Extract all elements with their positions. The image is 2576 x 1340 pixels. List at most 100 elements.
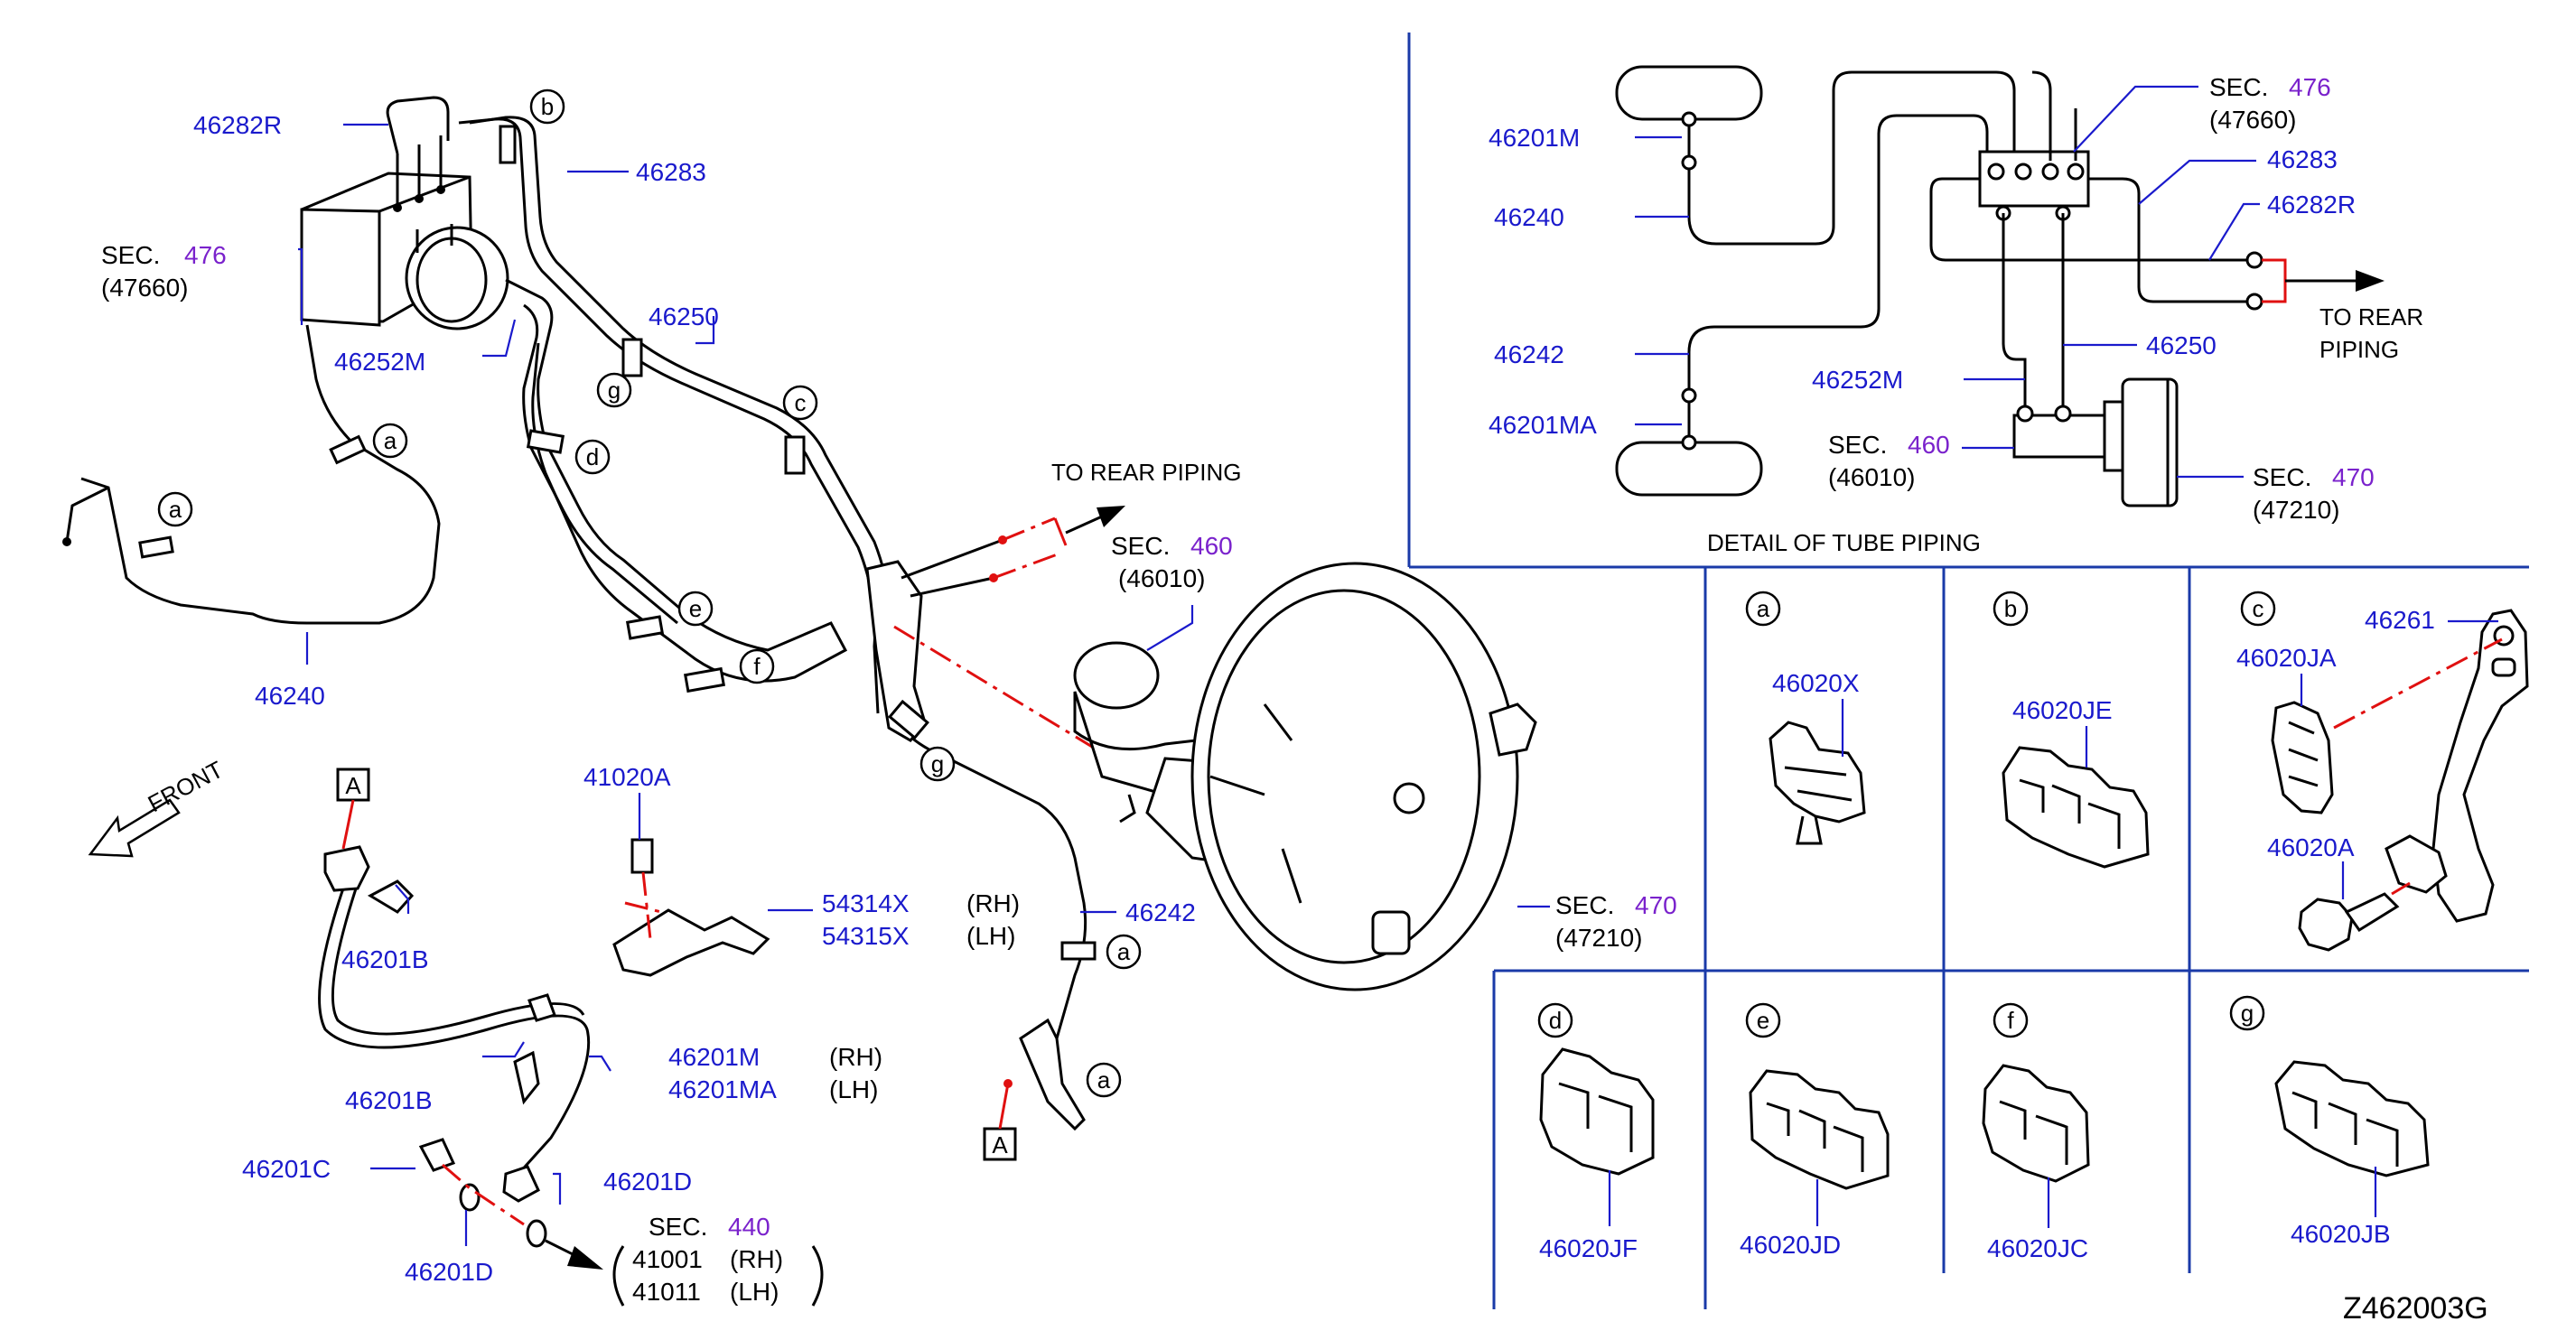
sec460-sub: (46010) bbox=[1118, 564, 1206, 592]
clip-letter-circle-b bbox=[1993, 591, 2029, 627]
label-46242: 46242 bbox=[1125, 898, 1196, 926]
detail-sec476-prefix: SEC. bbox=[2209, 73, 2268, 101]
clip-letter-circle-a bbox=[1745, 591, 1781, 627]
detail-sec476-sub: (47660) bbox=[2209, 106, 2297, 134]
brake-hose bbox=[318, 845, 603, 1270]
clip-letter-e: e bbox=[1757, 1007, 1769, 1034]
ref-A-lower: A bbox=[992, 1131, 1008, 1159]
ref-circle-a1 bbox=[372, 423, 408, 459]
clip-part-46020JF: 46020JF bbox=[1539, 1234, 1638, 1262]
ref-letter-a3: a bbox=[1117, 938, 1131, 965]
ref-letter-a1: a bbox=[384, 427, 397, 454]
sec476-prefix: SEC. bbox=[101, 241, 160, 269]
ref-letter-a4: a bbox=[1097, 1066, 1111, 1093]
label-46240: 46240 bbox=[255, 682, 325, 710]
clip-46020JD-shape bbox=[1749, 1069, 1890, 1190]
label-rh-46201M: (RH) bbox=[829, 1043, 882, 1071]
clip-letter-d: d bbox=[1549, 1007, 1562, 1034]
main-leaders bbox=[298, 123, 1550, 1246]
detail-sec470-number: 470 bbox=[2332, 463, 2375, 491]
clip-part-46020JE: 46020JE bbox=[2012, 696, 2113, 724]
clip-letter-circle-d bbox=[1537, 1002, 1573, 1038]
label-46250: 46250 bbox=[649, 302, 719, 330]
detail-sec460-number: 460 bbox=[1908, 431, 1950, 459]
ref-box-A-lower bbox=[983, 1127, 1017, 1161]
diagram-code: Z462003G bbox=[2343, 1291, 2488, 1326]
ref-circle-g2 bbox=[919, 746, 956, 782]
ref-letter-f: f bbox=[753, 653, 761, 680]
clip-46020JG-shape bbox=[2274, 1060, 2430, 1177]
detail-label-46242: 46242 bbox=[1494, 340, 1564, 368]
sec476-number: 476 bbox=[184, 241, 227, 269]
detail-tube-piping-title: DETAIL OF TUBE PIPING bbox=[1707, 529, 1981, 556]
sec470-number: 470 bbox=[1635, 891, 1677, 919]
label-41020A: 41020A bbox=[583, 763, 671, 791]
to-rear-piping-label: TO REAR PIPING bbox=[1051, 459, 1241, 486]
sec460-prefix: SEC. bbox=[1111, 532, 1170, 560]
detail-sec470-sub: (47210) bbox=[2253, 496, 2340, 524]
ref-circle-c bbox=[782, 385, 818, 421]
detail-label-46282R: 46282R bbox=[2267, 191, 2356, 219]
label-46201MA: 46201MA bbox=[668, 1075, 777, 1103]
sec470-prefix: SEC. bbox=[1555, 891, 1614, 919]
clip-letter-b: b bbox=[2004, 595, 2017, 622]
label-46201B-upper: 46201B bbox=[341, 945, 429, 973]
clip-letter-circle-c bbox=[2240, 591, 2276, 627]
label-41001: 41001 bbox=[632, 1245, 703, 1273]
clip-46020JF-shape bbox=[1539, 1047, 1655, 1176]
ref-circle-d bbox=[574, 439, 611, 475]
label-46201B-lower: 46201B bbox=[345, 1086, 433, 1114]
ref-A-upper: A bbox=[345, 772, 361, 799]
ref-box-A-upper bbox=[336, 768, 370, 802]
ref-circle-e bbox=[677, 591, 714, 627]
detail-tube-piping: 46201M 46240 46242 46201MA SEC. 476 (476… bbox=[1489, 65, 2423, 556]
detail-label-46201MA: 46201MA bbox=[1489, 411, 1597, 439]
detail-to-rear-line1: TO REAR bbox=[2319, 303, 2423, 330]
ref-letter-b: b bbox=[541, 93, 554, 120]
label-46201M: 46201M bbox=[668, 1043, 760, 1071]
hose-bracket bbox=[1019, 1018, 1086, 1131]
front-wheel-rh-outline bbox=[1615, 65, 1763, 121]
brake-booster bbox=[1190, 562, 1537, 991]
clip-part-46020JC: 46020JC bbox=[1987, 1234, 2088, 1262]
brake-booster-detail bbox=[2121, 377, 2179, 507]
clip-letter-f: f bbox=[2007, 1007, 2014, 1034]
label-rh-54314X: (RH) bbox=[966, 889, 1020, 917]
label-41011: 41011 bbox=[632, 1278, 701, 1306]
detail-sec460-prefix: SEC. bbox=[1828, 431, 1887, 459]
clip-letter-a: a bbox=[1757, 595, 1770, 622]
clip-part-46020A: 46020A bbox=[2267, 833, 2355, 861]
sec440-number: 440 bbox=[728, 1213, 770, 1241]
label-46282R: 46282R bbox=[193, 111, 282, 139]
clip-letter-g: g bbox=[2241, 1000, 2254, 1027]
clip-46020JC-shape bbox=[1982, 1064, 2090, 1183]
label-46283: 46283 bbox=[636, 158, 706, 186]
ref-letter-d: d bbox=[586, 443, 599, 470]
clip-46020JA-shape bbox=[2271, 701, 2334, 814]
ref-circle-b bbox=[529, 88, 565, 125]
sec470-sub: (47210) bbox=[1555, 924, 1643, 952]
ref-circle-a3 bbox=[1106, 934, 1142, 970]
label-54315X: 54315X bbox=[822, 922, 910, 950]
clip-letter-circle-e bbox=[1745, 1002, 1781, 1038]
detail-label-46252M: 46252M bbox=[1812, 366, 1903, 394]
clip-part-46020JD: 46020JD bbox=[1740, 1231, 1841, 1259]
label-46252M: 46252M bbox=[334, 348, 425, 376]
main-view: A A a a a a b c d e f bbox=[62, 88, 1677, 1307]
detail-sec460-sub: (46010) bbox=[1828, 463, 1916, 491]
detail-sec476-number: 476 bbox=[2289, 73, 2331, 101]
label-54314X: 54314X bbox=[822, 889, 910, 917]
ref-letter-g1: g bbox=[608, 377, 621, 404]
label-46201C: 46201C bbox=[242, 1155, 331, 1183]
label-46201D-left: 46201D bbox=[405, 1258, 493, 1286]
ref-letter-e: e bbox=[689, 595, 702, 622]
clip-letter-c: c bbox=[2253, 595, 2264, 622]
ref-letter-g2: g bbox=[931, 750, 944, 777]
sec460-number: 460 bbox=[1190, 532, 1233, 560]
label-rh-41001: (RH) bbox=[730, 1245, 783, 1273]
ref-circle-g1 bbox=[596, 372, 632, 408]
clip-46020JE-shape bbox=[2002, 746, 2150, 869]
detail-label-46250: 46250 bbox=[2146, 331, 2217, 359]
clip-part-46020JA: 46020JA bbox=[2236, 644, 2337, 672]
